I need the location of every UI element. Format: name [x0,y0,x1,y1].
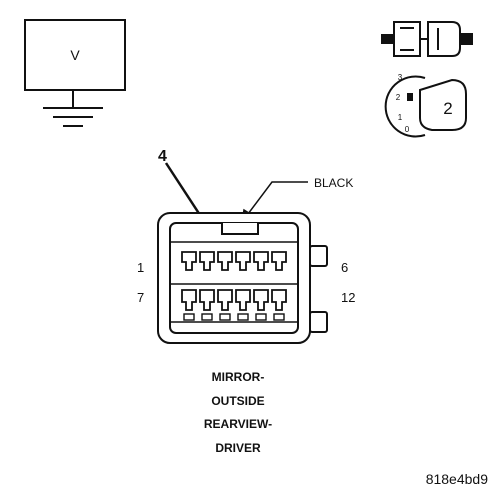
terminal-11 [253,289,269,311]
terminal-12 [271,289,287,311]
key-position-3: 3 [398,73,403,82]
pin-label-6: 6 [341,260,348,275]
terminal-1 [181,251,197,271]
ground-icon [43,90,103,127]
voltmeter-box [24,19,126,91]
pin-label-12: 12 [341,290,355,305]
callout-number: 4 [158,148,167,165]
key-position-0: 0 [405,125,410,134]
terminal-row-top [181,251,287,271]
connector-name-line-3: REARVIEW- [204,417,272,431]
view-number: 2 [443,99,452,118]
terminal-8 [199,289,215,311]
color-label: BLACK [314,176,353,190]
terminal-5 [253,251,269,271]
figure-id: 818e4bd9 [426,471,489,487]
terminal-2 [199,251,215,271]
key-position-1: 1 [398,113,403,122]
connector-name: MIRROR- OUTSIDE REARVIEW- DRIVER [204,370,272,455]
voltmeter-symbol: V [24,19,126,127]
terminal-3 [217,251,233,271]
pin-label-7: 7 [137,290,144,305]
terminal-6 [271,251,287,271]
terminal-row-bottom [181,289,287,321]
terminal-7 [181,289,197,311]
key-position-2: 2 [396,93,401,102]
terminal-9 [217,289,233,311]
connector-body [157,212,328,344]
connector-name-line-2: OUTSIDE [211,394,264,408]
ignition-key-icon: 3 2 1 0 2 [384,73,467,138]
terminal-4 [235,251,251,271]
terminal-10 [235,289,251,311]
connector-name-line-1: MIRROR- [212,370,265,384]
connector-name-line-4: DRIVER [215,441,261,455]
connector-probe-icon [381,21,473,57]
voltmeter-label: V [70,47,80,63]
pin-label-1: 1 [137,260,144,275]
